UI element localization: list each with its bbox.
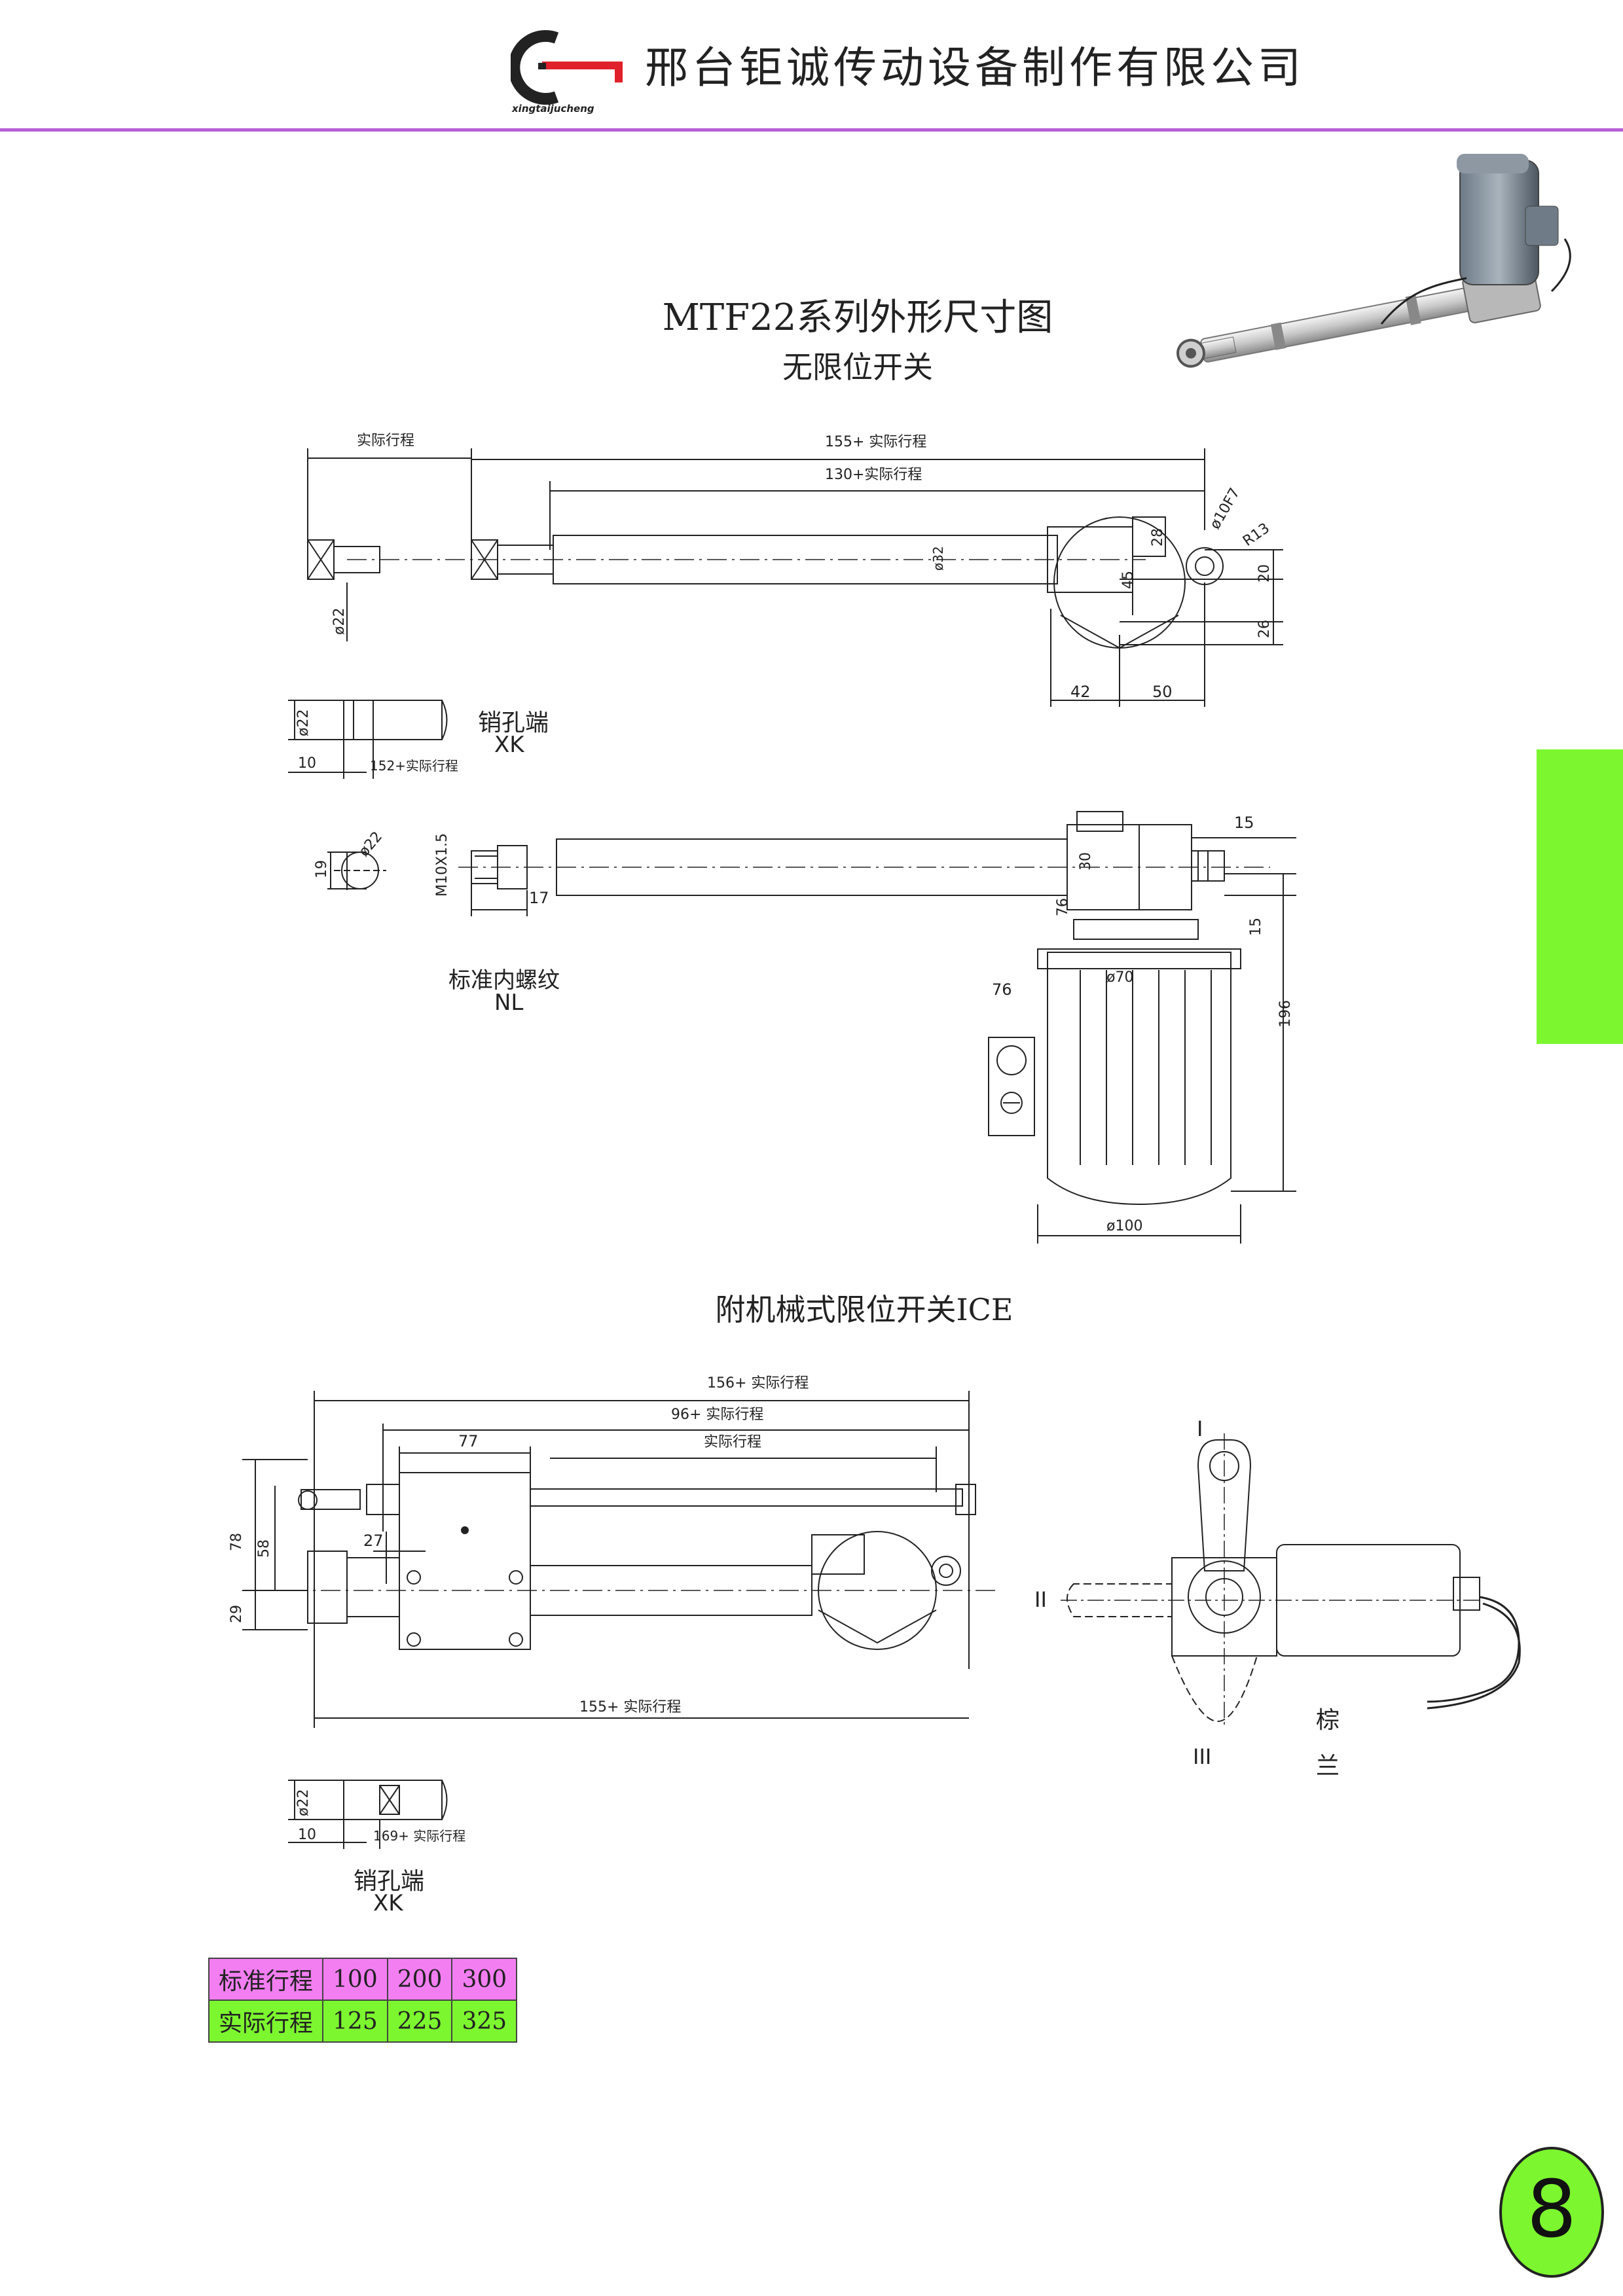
table-cell: 300: [451, 1958, 518, 2001]
ice-dim-27: 27: [363, 1532, 384, 1550]
ice-dim-156: 156+ 实际行程: [707, 1375, 809, 1391]
company-name: 邢台钜诚传动设备制作有限公司: [645, 43, 1305, 93]
dim-130: 130+实际行程: [825, 467, 922, 483]
xk2-label: 销孔端: [354, 1868, 425, 1895]
wire-label-blue: 兰: [1316, 1753, 1340, 1780]
table-cell: 125: [322, 2000, 388, 2043]
company-logo: xingtaijucheng: [511, 30, 623, 115]
xk2-phi22: ø22: [295, 1789, 312, 1816]
nl-phi100: ø100: [1106, 1218, 1142, 1234]
nl-phi70: ø70: [1106, 969, 1133, 986]
wire-label-brown: 棕: [1316, 1707, 1340, 1734]
xk1-code: XK: [494, 732, 524, 758]
ice-dim-78: 78: [228, 1533, 245, 1551]
logo-text: xingtaijucheng: [511, 103, 594, 115]
table-cell: 100: [322, 1958, 388, 2001]
nl-dim-17: 17: [529, 889, 549, 907]
xk2-code: XK: [373, 1890, 403, 1916]
nl-dim-30: 30: [1078, 852, 1094, 870]
xk-pin-end-detail-1: ø22 10 152+实际行程: [288, 700, 458, 779]
roman-label-2: II: [1034, 1587, 1047, 1612]
xk1-dim-10: 10: [298, 755, 316, 772]
logo-red-stroke: [542, 62, 623, 82]
diagram-mtf22-ice: 156+ 实际行程 96+ 实际行程 77 实际行程 78 58 27 29 1…: [228, 1375, 995, 1728]
table-cell: 325: [451, 2000, 518, 2043]
stroke-table: 标准行程 100 200 300 实际行程 125 225 325: [208, 1958, 518, 2043]
nl-phi22: ø22: [356, 829, 386, 860]
ice-dim-29: 29: [228, 1605, 245, 1623]
ice-dim-58: 58: [256, 1539, 272, 1558]
ice-dim-77: 77: [458, 1432, 479, 1450]
xk2-dim-169: 169+ 实际行程: [373, 1828, 465, 1844]
header-divider: [0, 128, 1623, 132]
nl-label: 标准内螺纹: [448, 967, 560, 994]
dim-42: 42: [1070, 683, 1091, 701]
xk-pin-end-detail-2: ø22 10 169+ 实际行程: [288, 1780, 465, 1849]
nl-dim-15a: 15: [1234, 814, 1254, 832]
dim-26: 26: [1256, 620, 1273, 638]
nl-dim-19: 19: [314, 860, 330, 878]
page-number: 8: [1526, 2164, 1577, 2255]
dim-phi32: ø32: [930, 546, 946, 571]
page-subtitle: 无限位开关: [782, 350, 933, 385]
xk1-phi22: ø22: [295, 709, 312, 736]
dim-phi22: ø22: [331, 608, 348, 635]
dim-r13: R13: [1240, 520, 1273, 550]
nl-dim-76b: 76: [992, 980, 1012, 999]
ice-actual-stroke: 实际行程: [704, 1434, 761, 1450]
dim-20: 20: [1256, 564, 1273, 583]
dim-50: 50: [1152, 683, 1173, 701]
nl-dim-196: 196: [1277, 1000, 1294, 1028]
ice-dim-155: 155+ 实际行程: [579, 1699, 681, 1715]
diagram-ice-side-view: I II III 棕 兰: [1034, 1420, 1521, 1780]
table-cell: 225: [386, 2000, 453, 2043]
page-number-badge: [1499, 2147, 1604, 2278]
xk1-dim-152: 152+实际行程: [370, 758, 458, 774]
table-row: 标准行程 100 200 300: [208, 1958, 518, 2001]
diagram-mtf22-nl-motor: ø22 19 M10X1.5 17 30 76 15 15 ø70 76 196…: [314, 811, 1296, 1244]
dim-155: 155+ 实际行程: [825, 434, 926, 450]
table-cell: 200: [386, 1958, 453, 2001]
logo-c-mark: [511, 30, 559, 105]
table-cell-label: 标准行程: [208, 1958, 324, 2001]
page-title: MTF22系列外形尺寸图: [662, 296, 1053, 339]
dim-28: 28: [1150, 528, 1166, 547]
nl-dim-15b: 15: [1248, 918, 1264, 936]
product-photo: [1176, 154, 1571, 368]
xk1-label: 销孔端: [478, 709, 549, 736]
diagram-mtf22-basic: 实际行程 155+ 实际行程 130+实际行程 ø32 ø22 ø10F7 R1…: [307, 433, 1283, 707]
side-tab: [1537, 749, 1623, 1044]
dim-phi10f7: ø10F7: [1207, 486, 1244, 532]
nl-m10: M10X1.5: [434, 833, 450, 897]
roman-label-3: III: [1193, 1744, 1211, 1769]
dim-actual-stroke: 实际行程: [357, 433, 414, 449]
section-title-ice: 附机械式限位开关ICE: [715, 1292, 1013, 1327]
nl-dim-76a: 76: [1055, 898, 1071, 916]
roman-label-1: I: [1197, 1420, 1203, 1441]
xk2-dim-10: 10: [298, 1827, 316, 1843]
nl-code: NL: [494, 990, 524, 1016]
table-row: 实际行程 125 225 325: [208, 2000, 518, 2043]
table-cell-label: 实际行程: [208, 2000, 324, 2043]
dim-45: 45: [1120, 571, 1137, 589]
ice-dim-96: 96+ 实际行程: [671, 1407, 763, 1423]
